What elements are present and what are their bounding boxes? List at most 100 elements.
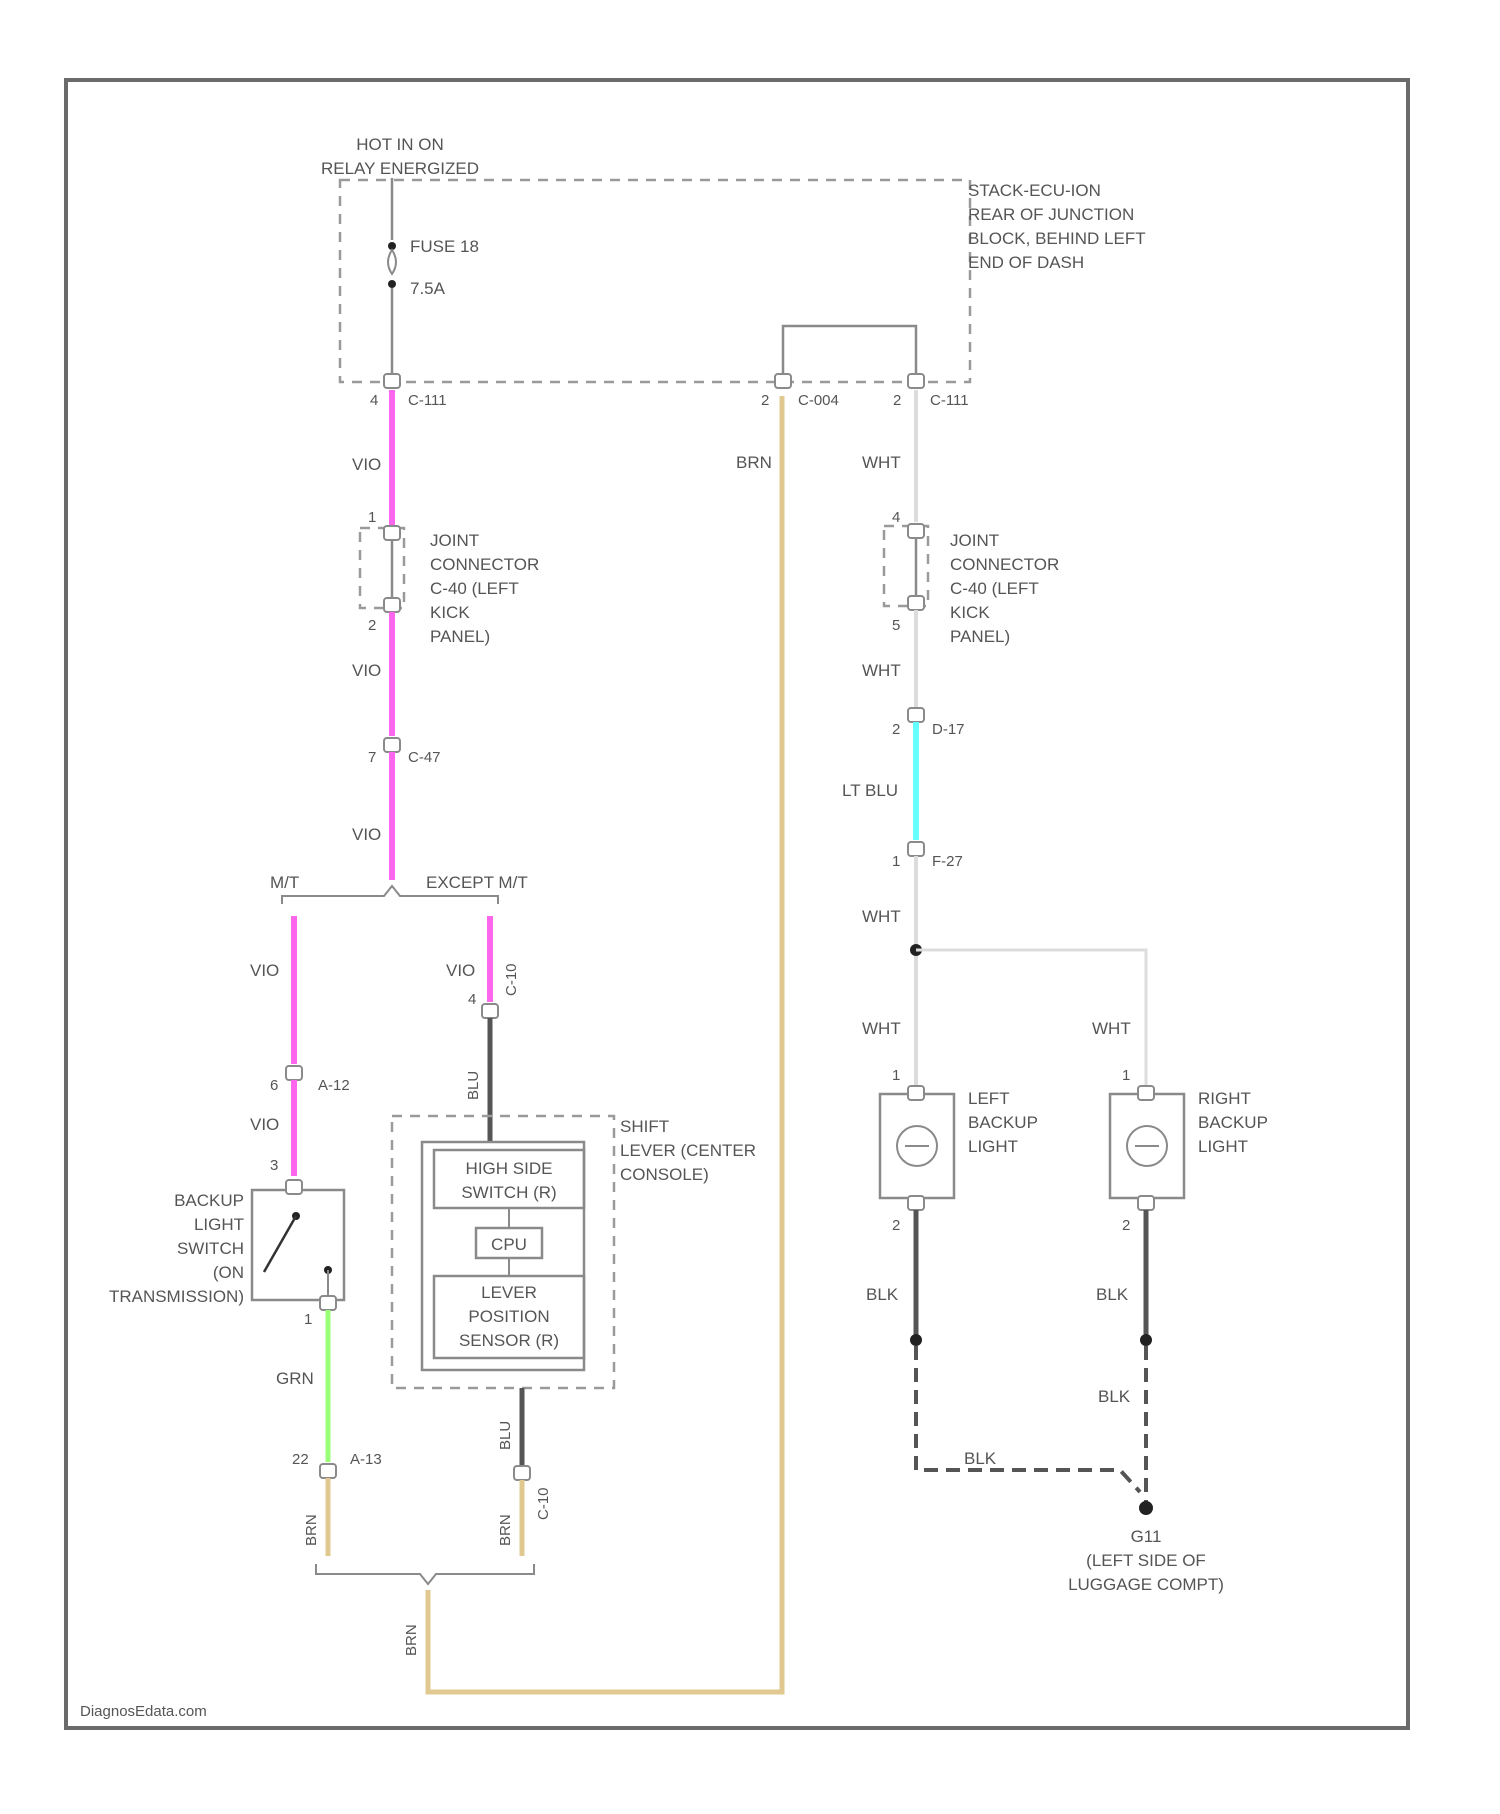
joint-connector-right-label-1: JOINT (950, 531, 999, 550)
wire-grn-label: GRN (276, 1369, 314, 1388)
connector-c111-right-name: C-111 (930, 392, 969, 409)
junction-block-label-3: BLOCK, BEHIND LEFT (968, 229, 1146, 248)
ground-g11-name: G11 (1131, 1527, 1162, 1546)
connector-d17 (908, 708, 924, 722)
backup-switch-label-5: TRANSMISSION) (109, 1287, 244, 1306)
connector-f27 (908, 842, 924, 856)
connector-d17-pin: 2 (892, 721, 900, 738)
power-source-label-1: HOT IN ON (356, 135, 444, 154)
joint-connector-left-label-3: C-40 (LEFT (430, 579, 519, 598)
right-lamp-label-1: RIGHT (1198, 1089, 1251, 1108)
joint-connector-left-pin-top (384, 526, 400, 540)
joint-connector-left-label-1: JOINT (430, 531, 479, 550)
connector-f27-name: F-27 (932, 853, 963, 870)
wire-blk-left-label: BLK (866, 1285, 899, 1304)
backup-switch-arm (264, 1216, 296, 1272)
connector-c004-pin: 2 (761, 392, 769, 409)
connector-c004-name: C-004 (798, 392, 839, 409)
splice-blk-left (910, 1334, 922, 1346)
joint-connector-left-label-2: CONNECTOR (430, 555, 539, 574)
wire-wht-5-label: WHT (1092, 1019, 1131, 1038)
high-side-switch-label-2: SWITCH (R) (461, 1183, 556, 1202)
fuse-name: FUSE 18 (410, 237, 479, 256)
ground-g11-label-2: LUGGAGE COMPT) (1068, 1575, 1224, 1594)
joint-connector-left-pin-bottom (384, 598, 400, 612)
connector-shift-top-pin: 4 (468, 991, 476, 1008)
power-source-label-2: RELAY ENERGIZED (321, 159, 479, 178)
connector-c47-name: C-47 (408, 749, 441, 766)
wire-wht-1-label: WHT (862, 453, 901, 472)
shift-lever-label-3: CONSOLE) (620, 1165, 709, 1184)
connector-c47 (384, 738, 400, 752)
left-lamp-label-3: LIGHT (968, 1137, 1018, 1156)
connector-a12-top (286, 1066, 302, 1080)
joint-connector-right-label-2: CONNECTOR (950, 555, 1059, 574)
wire-brn-1-label: BRN (303, 1514, 320, 1546)
ground-g11-label-1: (LEFT SIDE OF (1086, 1551, 1206, 1570)
wire-blk-dashed-right-label: BLK (1098, 1387, 1131, 1406)
branch-except-mt-label: EXCEPT M/T (426, 873, 528, 892)
left-lamp-pin-top (908, 1086, 924, 1100)
wire-blk-dashed-left-label: BLK (964, 1449, 997, 1468)
junction-block-label-2: REAR OF JUNCTION (968, 205, 1134, 224)
connector-shift-top (482, 1004, 498, 1018)
backup-switch-label-4: (ON (213, 1263, 244, 1282)
joint-connector-right-pin-top-label: 4 (892, 509, 900, 526)
lever-sensor-label-3: SENSOR (R) (459, 1331, 559, 1350)
connector-a12-bottom-name: A-13 (350, 1451, 382, 1468)
backup-switch-pin-top (286, 1180, 302, 1194)
right-lamp-pin-bottom-label: 2 (1122, 1217, 1130, 1234)
right-lamp-pin-top-label: 1 (1122, 1067, 1130, 1084)
connector-c47-pin: 7 (368, 749, 376, 766)
lever-sensor-label-1: LEVER (481, 1283, 537, 1302)
cpu-label: CPU (491, 1235, 527, 1254)
fuse-icon (388, 250, 396, 274)
joint-connector-right-label-4: KICK (950, 603, 990, 622)
high-side-switch-label-1: HIGH SIDE (466, 1159, 553, 1178)
wire-ltblu-label: LT BLU (842, 781, 898, 800)
shift-lever-label-1: SHIFT (620, 1117, 669, 1136)
joint-connector-right-pin-bottom-label: 5 (892, 617, 900, 634)
brn-merge-bracket (316, 1564, 534, 1584)
branch-mt-label: M/T (270, 873, 299, 892)
lever-sensor-label-2: POSITION (468, 1307, 549, 1326)
connector-shift-bottom (514, 1466, 530, 1480)
junction-block-label-1: STACK-ECU-ION (968, 181, 1101, 200)
fuse-rating: 7.5A (410, 279, 446, 298)
joint-connector-right-label-3: C-40 (LEFT (950, 579, 1039, 598)
right-lamp-label-3: LIGHT (1198, 1137, 1248, 1156)
joint-connector-right-label-5: PANEL) (950, 627, 1010, 646)
connector-c111-right (908, 374, 924, 388)
joint-connector-left-pin-top-label: 1 (368, 509, 376, 526)
right-lamp-pin-top (1138, 1086, 1154, 1100)
splice-blk-right (1140, 1334, 1152, 1346)
joint-connector-right-pin-bottom (908, 596, 924, 610)
junction-bus-wire (783, 326, 916, 378)
ground-g11-icon (1139, 1501, 1153, 1515)
connector-a12-bottom (320, 1464, 336, 1478)
connector-c111-right-pin: 2 (893, 392, 901, 409)
wire-vio-right-label: VIO (446, 961, 475, 980)
wire-vio-left-2-label: VIO (250, 1115, 279, 1134)
backup-switch-label-3: SWITCH (177, 1239, 244, 1258)
backup-switch-pin-bottom (320, 1296, 336, 1310)
connector-f27-pin: 1 (892, 853, 900, 870)
joint-connector-left-pin-bottom-label: 2 (368, 617, 376, 634)
left-lamp-pin-bottom (908, 1196, 924, 1210)
joint-connector-right-pin-top (908, 524, 924, 538)
wire-blu-2-label: BLU (497, 1421, 514, 1450)
wire-blk-right-label: BLK (1096, 1285, 1129, 1304)
connector-c111-left-pin: 4 (370, 392, 378, 409)
backup-switch-pin-bottom-label: 1 (304, 1311, 312, 1328)
connector-a12-top-pin: 6 (270, 1077, 278, 1094)
wire-vio-2-label: VIO (352, 661, 381, 680)
backup-light-switch-box (252, 1190, 344, 1300)
joint-connector-left-label-5: PANEL) (430, 627, 490, 646)
right-lamp-label-2: BACKUP (1198, 1113, 1268, 1132)
watermark: DiagnosEdata.com (80, 1703, 207, 1720)
wire-wht-2-label: WHT (862, 661, 901, 680)
right-lamp-pin-bottom (1138, 1196, 1154, 1210)
wire-wht-4-label: WHT (862, 1019, 901, 1038)
wire-wht-branch (916, 950, 1146, 1086)
